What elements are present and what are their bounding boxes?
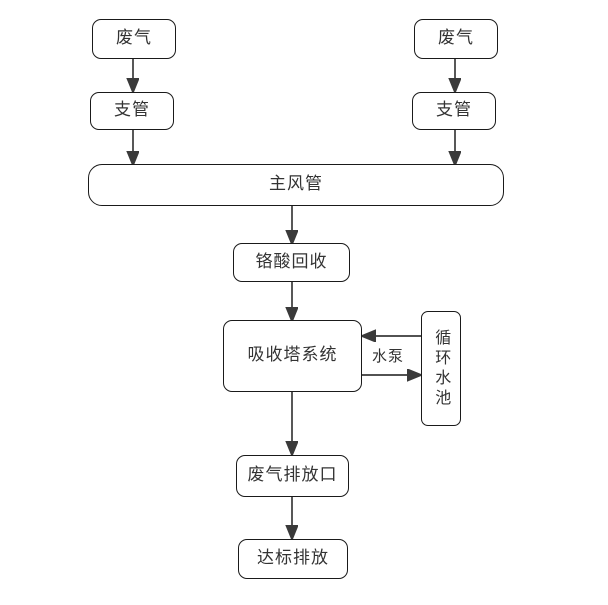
node-circulation-water-pool[interactable]: 循环水池: [421, 311, 461, 426]
node-waste-gas-right[interactable]: 废气: [414, 19, 498, 59]
node-absorption-tower-system[interactable]: 吸收塔系统: [223, 320, 362, 392]
node-waste-gas-left[interactable]: 废气: [92, 19, 176, 59]
node-main-duct[interactable]: 主风管: [88, 164, 504, 206]
node-chromic-acid-recovery[interactable]: 铬酸回收: [233, 243, 350, 282]
node-exhaust-outlet[interactable]: 废气排放口: [236, 455, 349, 497]
edge-label-water-pump: 水泵: [372, 347, 405, 365]
node-branch-duct-left[interactable]: 支管: [90, 92, 174, 130]
node-compliant-discharge[interactable]: 达标排放: [238, 539, 348, 579]
node-branch-duct-right[interactable]: 支管: [412, 92, 496, 130]
